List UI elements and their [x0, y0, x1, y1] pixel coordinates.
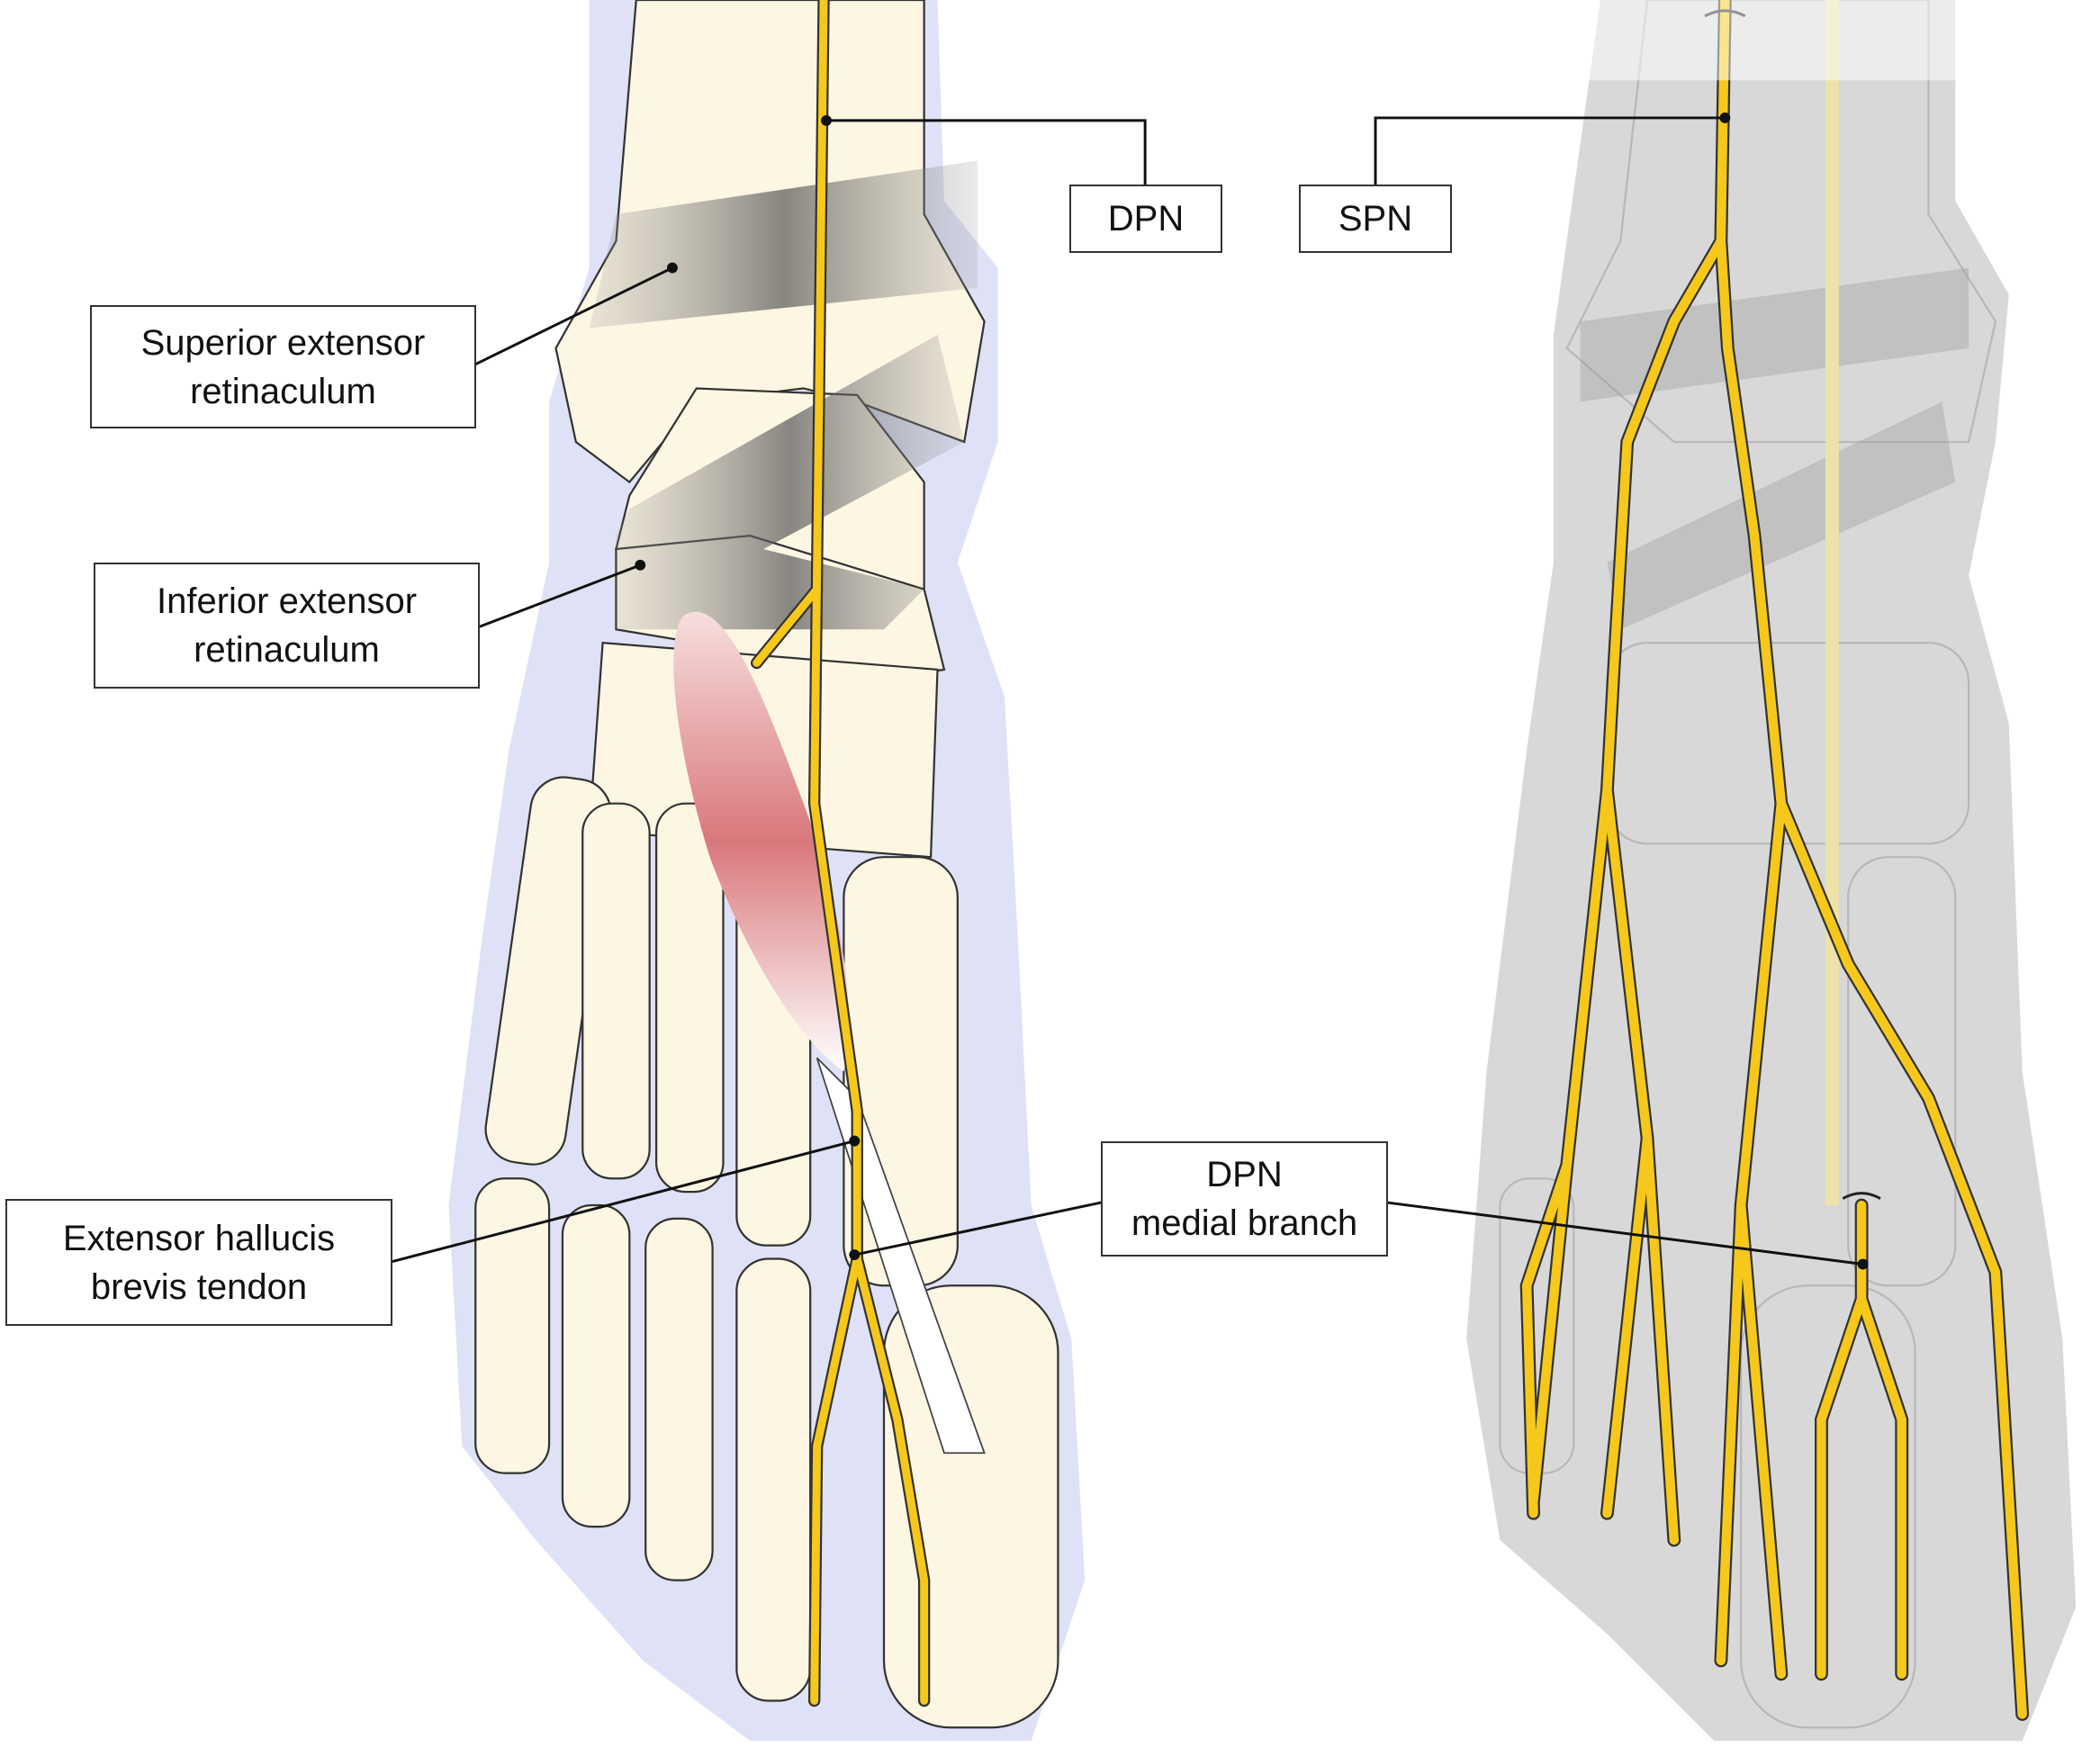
label-spn-text: SPN: [1338, 199, 1413, 239]
toe-5: [474, 1177, 551, 1474]
spn-nerve: [1519, 0, 2030, 1721]
label-line: brevis tendon: [90, 1266, 308, 1307]
ehb-muscle: [673, 611, 849, 1072]
label-dpn-medial-branch: DPN medial branch: [1101, 1141, 1388, 1257]
metatarsal-3: [654, 802, 725, 1194]
toe-4: [561, 1203, 631, 1528]
label-dpn-text: DPN: [1107, 199, 1185, 239]
label-extensor-hallucis-brevis-tendon: Extensor hallucis brevis tendon: [5, 1199, 392, 1326]
superior-retinaculum-band: [589, 160, 978, 329]
label-spn: SPN: [1299, 185, 1452, 253]
label-inferior-extensor-retinaculum: Inferior extensor retinaculum: [94, 563, 480, 689]
label-line: retinaculum: [190, 371, 376, 411]
toe-3: [644, 1217, 714, 1581]
label-line: Superior extensor: [140, 322, 426, 363]
metatarsal-4: [581, 802, 651, 1180]
label-line: Inferior extensor: [156, 581, 418, 621]
label-line: medial branch: [1131, 1203, 1358, 1243]
label-line: DPN: [1206, 1155, 1283, 1194]
left-foot: [448, 0, 1086, 1742]
right-foot: [1466, 0, 2077, 1742]
toe-2: [735, 1257, 812, 1702]
label-line: retinaculum: [194, 630, 380, 670]
label-line: Extensor hallucis: [62, 1218, 336, 1258]
inferior-retinaculum-band: [616, 334, 965, 630]
leader-dots: [635, 112, 1869, 1270]
dpn-nerve-left: [750, 0, 931, 1707]
label-superior-extensor-retinaculum: Superior extensor retinaculum: [90, 305, 476, 428]
label-dpn: DPN: [1069, 185, 1222, 253]
leader-lines: [392, 116, 1863, 1266]
